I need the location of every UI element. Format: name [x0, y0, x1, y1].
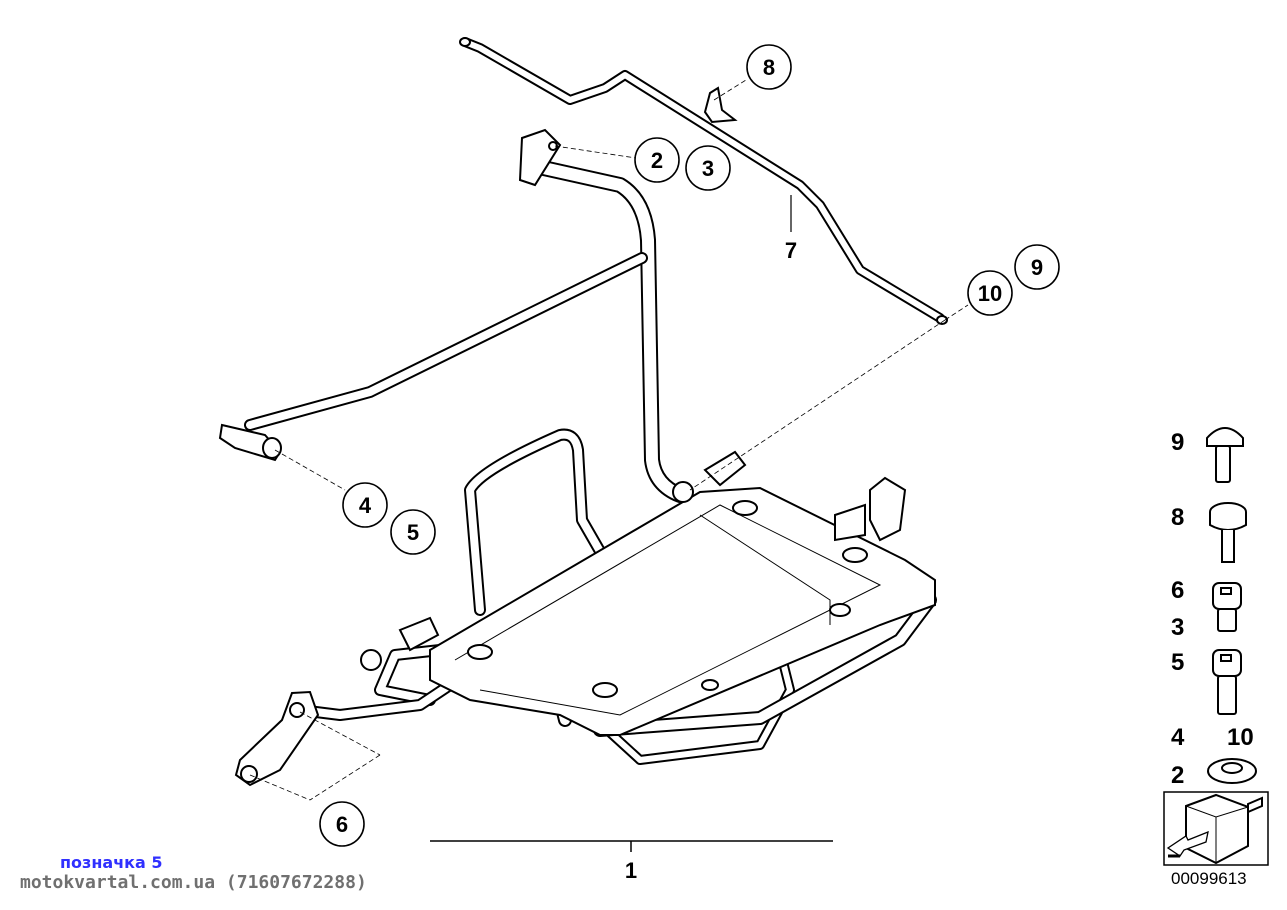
legend: 9 8 6 3 5 4 10 2: [1163, 427, 1269, 866]
frame-tube-fill: [462, 39, 943, 321]
callout-number: 3: [702, 156, 714, 181]
socket-screw-icon-6-3: [1212, 582, 1242, 632]
legend-num-8: 8: [1171, 504, 1184, 531]
legend-num-10: 10: [1227, 724, 1254, 751]
callout-number: 4: [359, 493, 372, 518]
callout-4: 4: [342, 482, 388, 528]
legend-num-2: 2: [1171, 762, 1184, 789]
callout-number: 5: [407, 520, 419, 545]
callout-number: 7: [785, 238, 797, 263]
legend-num-6: 6: [1171, 577, 1184, 604]
callout-6: 6: [319, 801, 365, 847]
diagram-part-number: 00099613: [1171, 869, 1247, 888]
callout-9: 9: [1014, 244, 1060, 290]
callout-circle: [342, 482, 388, 528]
legend-num-9: 9: [1171, 429, 1184, 456]
leader-lines: [249, 79, 969, 852]
callout-8: 8: [746, 44, 792, 90]
bolt-icon-8: [1209, 502, 1247, 563]
callout-5: 5: [390, 509, 436, 555]
callout-circle: [634, 137, 680, 183]
callout-3: 3: [685, 145, 731, 191]
frame-tube-fill: [466, 430, 609, 614]
assembly-box-icon: [1163, 791, 1269, 866]
legend-num-3: 3: [1171, 614, 1184, 641]
frame-tube-fill: [602, 647, 793, 763]
legend-num-5: 5: [1171, 649, 1184, 676]
callouts: 8 2 3 7 10 9 4 5 6 1: [319, 44, 1060, 883]
legend-num-4: 4: [1171, 724, 1185, 751]
callout-number: 2: [651, 148, 663, 173]
callout-number: 9: [1031, 255, 1043, 280]
frame-tube-fill: [296, 681, 454, 719]
frame-tube-fill: [246, 254, 646, 429]
callout-number: 8: [763, 55, 775, 80]
callout-circle: [319, 801, 365, 847]
frame-tube-fill: [376, 646, 444, 704]
callout-circle: [746, 44, 792, 90]
callout-circle: [1014, 244, 1060, 290]
frame-tube-fill: [524, 159, 686, 501]
washer-icon-2: [1207, 758, 1257, 784]
watermark-label: позначка 5: [60, 853, 163, 872]
callout-number: 10: [978, 281, 1002, 306]
frame-drawing: [244, 37, 945, 765]
callout-number: 1: [625, 858, 637, 883]
callout-number: 6: [336, 812, 348, 837]
callout-2: 2: [634, 137, 680, 183]
watermark-site: motokvartal.com.ua (71607672288): [20, 872, 367, 893]
socket-screw-icon-5: [1212, 649, 1242, 715]
callout-7: 7: [785, 238, 797, 263]
callout-circle: [967, 270, 1013, 316]
callout-1: 1: [625, 858, 637, 883]
carrier-plate: [429, 476, 936, 736]
callout-circle: [685, 145, 731, 191]
callout-circle: [390, 509, 436, 555]
frame-tube-fill: [595, 595, 935, 735]
screw-icon-9: [1206, 427, 1244, 483]
callout-10: 10: [967, 270, 1013, 316]
